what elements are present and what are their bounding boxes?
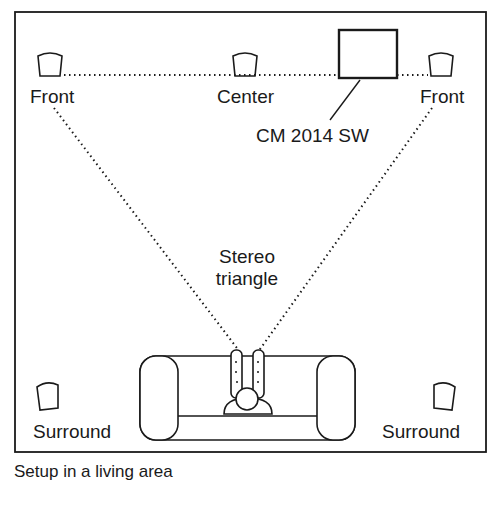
surround-speaker bbox=[37, 383, 58, 410]
sofa bbox=[140, 356, 355, 440]
speaker-label: Center bbox=[217, 86, 274, 108]
speaker-label: Front bbox=[420, 86, 464, 108]
center-speaker bbox=[233, 53, 257, 76]
front-line bbox=[397, 74, 428, 76]
front-speaker bbox=[429, 53, 453, 76]
front-line bbox=[64, 74, 338, 76]
speaker-label: Surround bbox=[33, 421, 111, 443]
room-outline bbox=[15, 12, 486, 452]
triangle-label: Stereo triangle bbox=[197, 246, 297, 290]
front-speaker bbox=[38, 53, 62, 76]
speaker-label: Front bbox=[30, 86, 74, 108]
caption: Setup in a living area bbox=[14, 462, 173, 482]
listener bbox=[224, 350, 272, 414]
callout-label: CM 2014 SW bbox=[256, 125, 369, 147]
surround-speaker bbox=[434, 383, 455, 410]
subwoofer-box bbox=[339, 30, 397, 78]
leader-line bbox=[330, 80, 360, 120]
triangle-line bbox=[54, 108, 240, 352]
speaker-label: Surround bbox=[382, 421, 460, 443]
